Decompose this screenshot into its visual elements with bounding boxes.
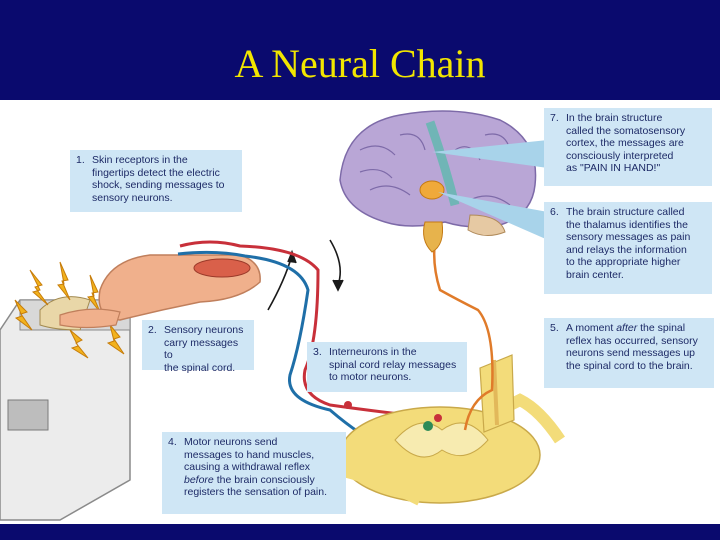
callout-number: 2.	[148, 324, 157, 336]
ascending-spinal-cord	[479, 354, 515, 433]
callout-number: 5.	[550, 322, 559, 334]
sensory-synapse-dot	[344, 401, 352, 409]
neural-chain-illustration	[0, 110, 565, 521]
callout-step-1: 1. Skin receptors in the fingertips dete…	[70, 150, 242, 212]
callout-step-2: 2. Sensory neurons carry messages to the…	[142, 320, 254, 374]
brain-illustration	[339, 110, 537, 253]
callout-step-7: 7. In the brain structure called the som…	[544, 108, 712, 186]
callout-number: 3.	[313, 346, 322, 358]
callout-number: 7.	[550, 112, 559, 124]
callout-number: 4.	[168, 436, 177, 448]
bottom-bar	[0, 524, 720, 540]
reflex-arrows	[267, 239, 344, 311]
spinal-cord-illustration	[338, 393, 565, 506]
callout-text: Motor neurons send messages to hand musc…	[184, 436, 340, 499]
callout-text: The brain structure called the thalamus …	[566, 206, 691, 281]
callout-text: A moment after the spinal reflex has occ…	[566, 322, 708, 372]
callout-text-part: Motor neurons send messages to hand musc…	[184, 436, 315, 474]
hand-illustration	[59, 254, 261, 329]
callout-number: 1.	[76, 154, 85, 166]
callout-text-emphasis: after	[616, 322, 638, 334]
callout-step-3: 3. Interneurons in the spinal cord relay…	[307, 342, 467, 392]
ascending-sensory-pathway	[432, 239, 494, 431]
callout-text-part: the brain consciously registers the sens…	[184, 473, 328, 499]
slide-title: A Neural Chain	[234, 41, 486, 86]
callout-text-part: the spinal reflex has occurred, sensory …	[566, 322, 698, 372]
callout-number: 6.	[550, 206, 559, 218]
callout-text: Skin receptors in the fingertips detect …	[92, 154, 225, 204]
callout-pointers	[432, 140, 548, 240]
title-bar	[0, 0, 720, 100]
callout-step-4: 4. Motor neurons send messages to hand m…	[162, 432, 346, 514]
callout-text: In the brain structure called the somato…	[566, 112, 686, 175]
callout-text: Sensory neurons carry messages to the sp…	[164, 324, 244, 374]
callout-text-emphasis: before	[184, 473, 214, 486]
callout-step-5: 5. A moment after the spinal reflex has …	[544, 318, 714, 388]
callout-text-part: A moment	[566, 322, 617, 334]
callout-text: Interneurons in the spinal cord relay me…	[329, 346, 457, 384]
callout-step-6: 6. The brain structure called the thalam…	[544, 202, 712, 294]
toaster-illustration	[0, 296, 131, 521]
